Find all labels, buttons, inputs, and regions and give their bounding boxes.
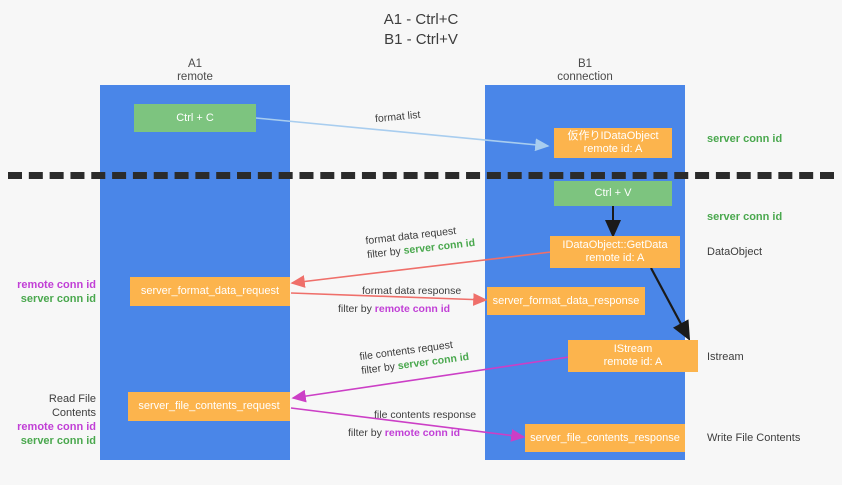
node-server-file-contents-request-label: server_file_contents_request xyxy=(138,400,280,412)
filter-prefix: filter by xyxy=(360,360,399,377)
edge-label-format-list-text: format list xyxy=(374,108,421,126)
column-b1-sub: connection xyxy=(557,71,613,83)
column-a1-name: A1 xyxy=(187,58,203,70)
edge-label-format-list: format list xyxy=(374,108,421,126)
node-istream-line2: remote id: A xyxy=(603,356,663,368)
node-temp-idataobject-line1: 仮作りIDataObject xyxy=(567,130,659,142)
left-label-read-file-contents: Read File Contents xyxy=(48,393,96,419)
edge-label-file-contents-response-filter: filter by remote conn id xyxy=(348,422,476,440)
filter-prefix: filter by xyxy=(366,244,405,262)
column-header-b1: B1 connection xyxy=(485,58,685,84)
column-header-a1: A1 remote xyxy=(100,58,290,84)
filter-key-remote-conn-id: remote conn id xyxy=(374,303,451,315)
right-label-istream: Istream xyxy=(707,351,744,363)
title-line-1: A1 - Ctrl+C xyxy=(383,11,459,28)
filter-prefix: filter by xyxy=(348,427,385,439)
column-a1-sub: remote xyxy=(177,71,213,83)
left-label-remote-conn-id-1: remote conn id xyxy=(17,279,96,291)
node-server-file-contents-response-label: server_file_contents_response xyxy=(530,431,680,444)
edge-label-format-data-request: format data request filter by server con… xyxy=(365,222,476,262)
left-label-remote-conn-id-2: remote conn id xyxy=(17,421,96,433)
edge-label-file-contents-response: file contents response filter by remote … xyxy=(348,408,476,440)
left-label-server-conn-id-2: server conn id xyxy=(20,435,96,447)
left-annotation-format-conn-ids: remote conn id server conn id xyxy=(8,278,96,306)
right-label-server-conn-id-top: server conn id xyxy=(707,133,783,145)
edge-label-format-data-response-filter: filter by remote conn id xyxy=(338,298,461,316)
node-istream[interactable]: IStream remote id: A xyxy=(568,340,698,372)
node-server-file-contents-request[interactable]: server_file_contents_request xyxy=(128,392,290,421)
right-label-server-conn-id-mid: server conn id xyxy=(707,211,783,223)
node-idataobject-getdata[interactable]: IDataObject::GetData remote id: A xyxy=(550,236,680,268)
node-ctrl-v[interactable]: Ctrl + V xyxy=(554,181,672,206)
left-label-server-conn-id-1: server conn id xyxy=(20,293,96,305)
node-temp-idataobject-line2: remote id: A xyxy=(583,143,643,155)
node-server-format-data-request[interactable]: server_format_data_request xyxy=(130,277,290,306)
edge-label-format-data-response: format data response filter by remote co… xyxy=(338,284,461,316)
column-b1-name: B1 xyxy=(577,58,593,70)
node-server-format-data-response-label: server_format_data_response xyxy=(492,294,640,307)
edge-label-file-contents-response-title: file contents response xyxy=(374,409,477,421)
node-server-file-contents-response[interactable]: server_file_contents_response xyxy=(525,424,685,452)
right-label-write-file-contents: Write File Contents xyxy=(707,432,801,444)
page-title: A1 - Ctrl+C B1 - Ctrl+V xyxy=(0,10,842,50)
node-ctrl-v-label: Ctrl + V xyxy=(594,187,632,199)
filter-prefix: filter by xyxy=(338,303,375,315)
node-istream-line1: IStream xyxy=(613,343,653,355)
edge-label-format-data-response-title: format data response xyxy=(362,285,462,297)
node-ctrl-c-label: Ctrl + C xyxy=(176,111,214,124)
node-temp-idataobject[interactable]: 仮作りIDataObject remote id: A xyxy=(554,128,672,158)
phase-separator-dashed-line xyxy=(8,172,834,179)
node-idataobject-getdata-line1: IDataObject::GetData xyxy=(562,239,668,251)
node-ctrl-c[interactable]: Ctrl + C xyxy=(134,104,256,132)
filter-key-remote-conn-id: remote conn id xyxy=(384,427,461,439)
node-server-format-data-request-label: server_format_data_request xyxy=(140,285,280,297)
node-server-format-data-response[interactable]: server_format_data_response xyxy=(487,287,645,315)
right-label-dataobject: DataObject xyxy=(707,246,763,258)
left-annotation-read-file-contents: Read File Contents remote conn id server… xyxy=(4,392,96,448)
node-idataobject-getdata-line2: remote id: A xyxy=(585,252,645,264)
title-line-2: B1 - Ctrl+V xyxy=(384,31,458,48)
edge-label-file-contents-request: file contents request filter by server c… xyxy=(359,336,470,378)
